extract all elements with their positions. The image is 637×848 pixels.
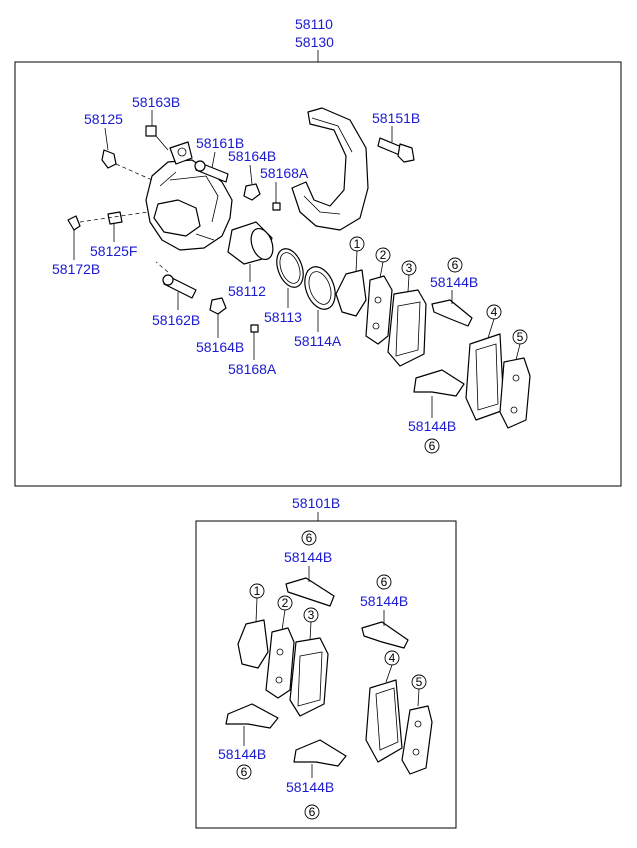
callout-2-upper[interactable]: 2 (380, 248, 387, 262)
brake-pad-outer (387, 289, 427, 367)
label-58144B-lower-clip[interactable]: 58144B (408, 418, 456, 434)
label-58168A-lower[interactable]: 58168A (228, 361, 277, 377)
kit-shim-rear (401, 705, 433, 775)
label-58163B[interactable]: 58163B (132, 94, 180, 110)
piston-seal (276, 248, 304, 288)
cap-nut-lower (250, 324, 259, 333)
callout-5-kit[interactable]: 5 (416, 675, 423, 689)
bleeder-bolt (145, 125, 169, 151)
kit-clip-d (293, 739, 347, 767)
callout-1-kit[interactable]: 1 (254, 584, 261, 598)
label-58144B-kit-b[interactable]: 58144B (360, 593, 408, 609)
label-58112[interactable]: 58112 (228, 283, 266, 299)
callout-6-kit-b[interactable]: 6 (381, 575, 388, 589)
label-58168A-upper[interactable]: 58168A (260, 165, 309, 181)
caliper-housing (145, 141, 233, 251)
label-58151B[interactable]: 58151B (372, 110, 420, 126)
guide-pin-upper (194, 160, 229, 183)
label-58125[interactable]: 58125 (84, 111, 123, 127)
label-58164B-lower[interactable]: 58164B (196, 339, 244, 355)
pad-shim-inner (365, 275, 393, 345)
guide-pin-lower (155, 261, 197, 299)
kit-clip-b (361, 621, 409, 649)
assembly-code-58110[interactable]: 58110 (295, 16, 333, 32)
callout-3-upper[interactable]: 3 (406, 261, 413, 275)
bleeder-screw (101, 149, 153, 181)
callout-2-kit[interactable]: 2 (282, 596, 289, 610)
label-58144B-upper-clip[interactable]: 58144B (430, 274, 478, 290)
callout-5-upper[interactable]: 5 (517, 330, 524, 344)
label-58161B[interactable]: 58161B (196, 135, 244, 151)
pad-shim-outer (335, 269, 367, 317)
callout-1-upper[interactable]: 1 (354, 237, 361, 251)
callout-6-kit-a[interactable]: 6 (306, 531, 313, 545)
pad-kit-frame (195, 520, 457, 829)
label-58113[interactable]: 58113 (264, 309, 302, 325)
label-58144B-kit-a[interactable]: 58144B (284, 549, 332, 565)
kit-clip-c (225, 703, 279, 729)
bleeder-fitting (107, 211, 123, 225)
label-58144B-kit-d[interactable]: 58144B (286, 779, 334, 795)
piston (227, 221, 274, 265)
label-58144B-kit-c[interactable]: 58144B (218, 746, 266, 762)
assembly-code-58130[interactable]: 58130 (295, 34, 334, 50)
callout-6-kit-c[interactable]: 6 (241, 765, 248, 779)
callout-4-kit[interactable]: 4 (389, 651, 396, 665)
pad-clip-upper (431, 299, 473, 327)
callout-3-kit[interactable]: 3 (308, 608, 315, 622)
callout-6-upper-a[interactable]: 6 (452, 258, 459, 272)
guide-pin-boot-upper (243, 183, 261, 201)
guide-pin-boot-lower (209, 297, 227, 315)
label-58125F[interactable]: 58125F (90, 243, 137, 259)
label-58172B[interactable]: 58172B (52, 261, 100, 277)
label-58162B[interactable]: 58162B (152, 312, 200, 328)
kit-shim-outer (237, 619, 269, 669)
kit-shim-inner (265, 627, 295, 699)
kit-clip-a (285, 577, 335, 607)
kit-pad-outer (289, 637, 329, 717)
carrier-bolt (377, 137, 415, 163)
kit-code-58101B[interactable]: 58101B (292, 495, 340, 511)
caliper-assembly-frame (14, 61, 622, 487)
caliper-carrier-bracket (291, 107, 369, 231)
piston-dust-boot (304, 266, 336, 310)
callout-6-kit-d[interactable]: 6 (309, 805, 316, 819)
kit-pad-inner (365, 679, 403, 763)
pad-clip-lower (413, 369, 465, 397)
bleeder-cap (67, 215, 81, 231)
callout-6-upper-b[interactable]: 6 (429, 439, 436, 453)
cap-nut-upper (272, 202, 281, 211)
callout-4-upper[interactable]: 4 (491, 305, 498, 319)
label-58164B-upper[interactable]: 58164B (228, 148, 276, 164)
brake-pad-inner (465, 333, 505, 421)
label-58114A[interactable]: 58114A (294, 333, 342, 349)
pad-shim-rear (499, 357, 531, 429)
